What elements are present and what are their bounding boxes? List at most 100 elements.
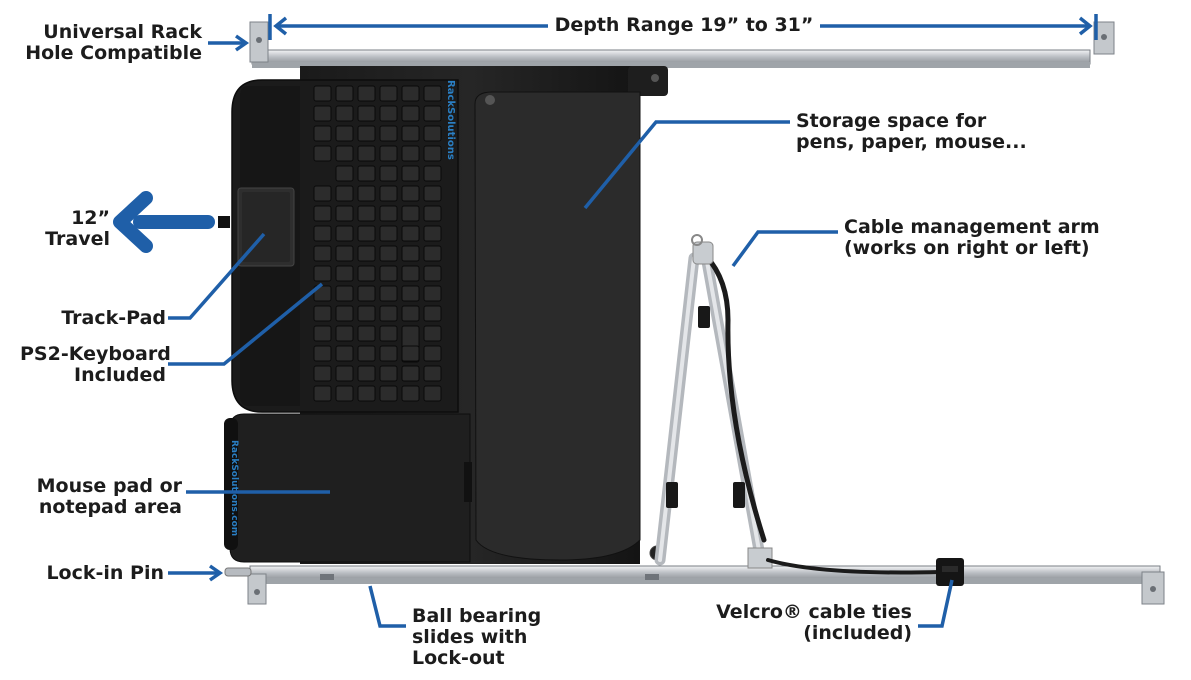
label-mouse-pad: Mouse pad or notepad area xyxy=(36,475,182,518)
keyboard-key xyxy=(357,345,376,362)
keyboard-key xyxy=(379,205,398,222)
keyboard-key xyxy=(423,105,442,122)
keyboard-key xyxy=(357,165,376,182)
keyboard-body: RackSolutions xyxy=(218,79,459,413)
keyboard-key xyxy=(423,185,442,202)
keyboard-key xyxy=(357,365,376,382)
callout-lines xyxy=(168,14,1098,628)
keyboard-key xyxy=(401,105,420,122)
keyboard-key xyxy=(357,245,376,262)
velcro-cable-tie xyxy=(936,558,964,586)
keyboard-key xyxy=(313,325,332,342)
keyboard-key xyxy=(335,385,354,402)
keyboard-key xyxy=(335,365,354,382)
keyboard-key xyxy=(379,385,398,402)
cable-management-arm xyxy=(654,234,942,575)
keyboard-key xyxy=(313,225,332,242)
keyboard-key xyxy=(357,85,376,102)
keyboard-key xyxy=(401,305,420,322)
keyboard-key xyxy=(401,245,420,262)
keyboard-key xyxy=(423,265,442,282)
keyboard-key xyxy=(357,285,376,302)
keyboard-key xyxy=(379,225,398,242)
keyboard-key xyxy=(379,185,398,202)
keyboard-key xyxy=(313,285,332,302)
keyboard-key xyxy=(357,305,376,322)
keyboard-key xyxy=(423,85,442,102)
keyboard-key xyxy=(313,245,332,262)
keyboard-key xyxy=(379,365,398,382)
keyboard-key xyxy=(335,345,354,362)
keyboard-key xyxy=(401,185,420,202)
keyboard-key xyxy=(313,265,332,282)
keyboard-key xyxy=(335,85,354,102)
keyboard-key xyxy=(379,325,398,342)
keyboard-key xyxy=(401,265,420,282)
keyboard-keys xyxy=(313,85,442,402)
keyboard-key xyxy=(335,325,354,342)
keyboard-key xyxy=(357,185,376,202)
label-rack-hole: Universal Rack Hole Compatible xyxy=(25,21,202,64)
keyboard-key xyxy=(401,345,420,362)
keyboard-key xyxy=(379,85,398,102)
keyboard-key xyxy=(423,225,442,242)
keyboard-key xyxy=(379,105,398,122)
keyboard-key xyxy=(401,385,420,402)
top-rail xyxy=(249,21,1115,68)
keyboard-key xyxy=(357,205,376,222)
keyboard-key xyxy=(423,205,442,222)
keyboard-key xyxy=(401,225,420,242)
keyboard-key xyxy=(379,345,398,362)
bottom-rail xyxy=(224,565,1165,605)
keyboard-key xyxy=(313,205,332,222)
keyboard-key xyxy=(379,165,398,182)
keyboard-key xyxy=(357,385,376,402)
keyboard-key xyxy=(423,165,442,182)
keyboard-key xyxy=(423,305,442,322)
label-velcro: Velcro® cable ties (included) xyxy=(716,601,912,644)
keyboard-key xyxy=(379,265,398,282)
keyboard-key xyxy=(313,105,332,122)
travel-arrow-icon xyxy=(113,191,215,253)
keyboard-key xyxy=(335,305,354,322)
keyboard-key xyxy=(423,385,442,402)
label-cable-arm: Cable management arm (works on right or … xyxy=(844,216,1100,259)
keyboard-key xyxy=(313,125,332,142)
keyboard-key xyxy=(313,305,332,322)
keyboard-key xyxy=(335,105,354,122)
keyboard-key xyxy=(313,345,332,362)
keyboard-key xyxy=(313,385,332,402)
keyboard-key xyxy=(379,245,398,262)
keyboard-key xyxy=(313,145,332,162)
keyboard-key xyxy=(423,125,442,142)
keyboard-key xyxy=(401,205,420,222)
keyboard-key xyxy=(335,125,354,142)
keyboard-key xyxy=(379,125,398,142)
keyboard-key xyxy=(335,245,354,262)
keyboard-key xyxy=(379,305,398,322)
label-lock-pin: Lock-in Pin xyxy=(46,562,164,584)
label-ball-bearing: Ball bearing slides with Lock-out xyxy=(412,605,542,669)
keyboard-key xyxy=(357,125,376,142)
keyboard-key xyxy=(313,185,332,202)
keyboard-key xyxy=(335,225,354,242)
keyboard-key xyxy=(313,85,332,102)
keyboard-key xyxy=(357,225,376,242)
keyboard-key xyxy=(401,165,420,182)
mouse-pad: RackSolutions.com xyxy=(224,413,472,563)
label-keyboard: PS2-Keyboard Included xyxy=(20,343,171,386)
keyboard-key xyxy=(335,185,354,202)
keyboard-key xyxy=(401,285,420,302)
label-travel: 12” Travel xyxy=(45,207,110,250)
keyboard-key xyxy=(357,265,376,282)
keyboard-key xyxy=(379,285,398,302)
label-storage-space: Storage space for pens, paper, mouse... xyxy=(796,110,1027,153)
keyboard-key xyxy=(335,265,354,282)
keyboard-key xyxy=(335,285,354,302)
keyboard-key xyxy=(423,345,442,362)
keyboard-key xyxy=(401,125,420,142)
keyboard-key xyxy=(335,165,354,182)
keyboard-key xyxy=(423,365,442,382)
